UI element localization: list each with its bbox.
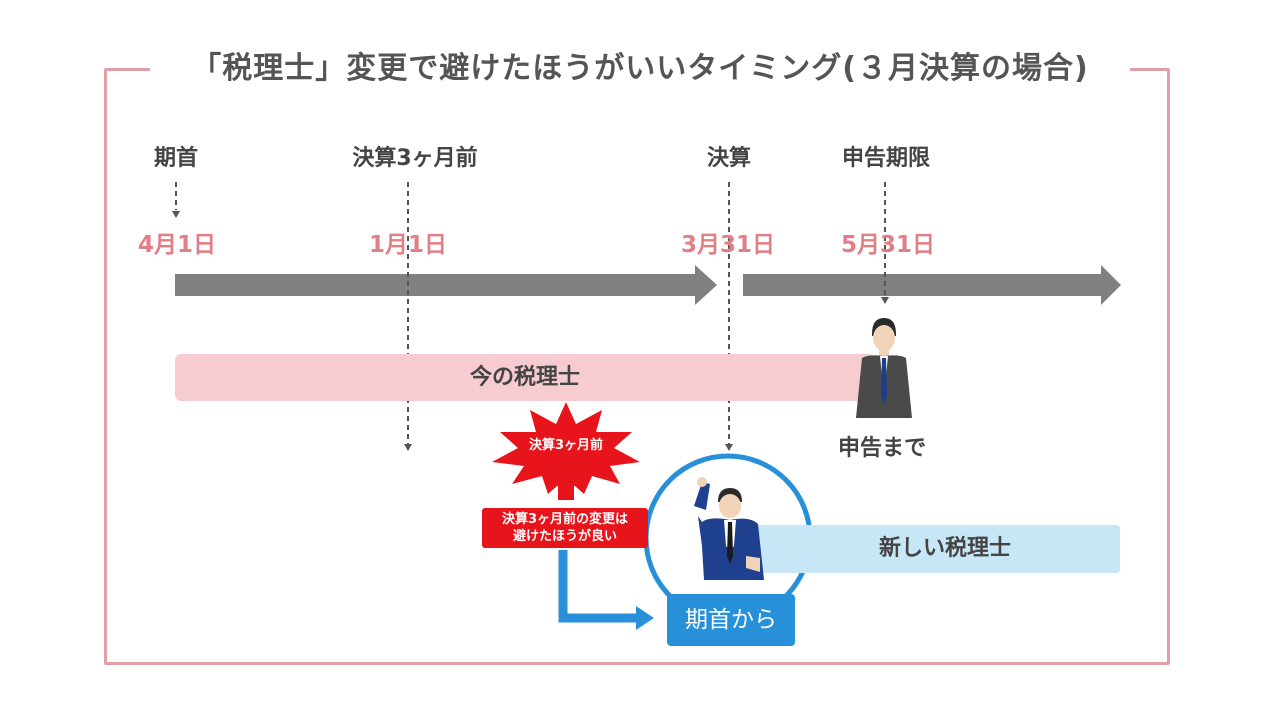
marker-arrowhead-kessan [725, 444, 733, 451]
marker-arrowhead-3months [404, 444, 412, 451]
date-3months: 1月1日 [368, 232, 448, 258]
milestone-label-3months: 決算3ヶ月前 [352, 146, 478, 171]
warning-note: 決算3ヶ月前の変更は 避けたほうが良い [482, 508, 648, 548]
milestone-label-kishu: 期首 [153, 146, 199, 171]
page-title: 「税理士」変更で避けたほうがいいタイミング(３月決算の場合) [150, 44, 1130, 94]
starburst-icon [492, 402, 640, 494]
up-arrow-icon [552, 472, 580, 500]
marker-arrowhead-shinkoku [881, 297, 889, 304]
date-kessan: 3月31日 [680, 232, 776, 258]
current-accountant-label: 今の税理士 [469, 365, 580, 390]
until-filing-label: 申告まで [838, 436, 927, 461]
new-accountant-label: 新しい税理士 [878, 536, 1011, 561]
date-kishu: 4月1日 [137, 232, 217, 258]
milestone-label-kessan: 決算 [706, 146, 752, 171]
timeline-arrow-right [743, 265, 1121, 305]
date-shinkoku: 5月31日 [840, 232, 936, 258]
new-accountant-bar [740, 525, 1120, 573]
current-accountant-bar [175, 354, 875, 401]
person-in-suit-icon [856, 318, 912, 418]
marker-arrowhead-kishu [172, 211, 180, 218]
bent-arrow-head [636, 606, 654, 630]
timeline-arrow-left [175, 265, 717, 305]
milestone-label-shinkoku: 申告期限 [841, 146, 931, 171]
bent-arrow-icon [558, 550, 640, 623]
cheering-person-icon [694, 477, 764, 580]
warning-note-line2: 避けたほうが良い [512, 529, 617, 544]
start-from-kishu-label: 期首から [667, 594, 795, 646]
starburst-label: 決算3ヶ月前 [528, 438, 604, 453]
warning-note-line1: 決算3ヶ月前の変更は [501, 512, 629, 527]
